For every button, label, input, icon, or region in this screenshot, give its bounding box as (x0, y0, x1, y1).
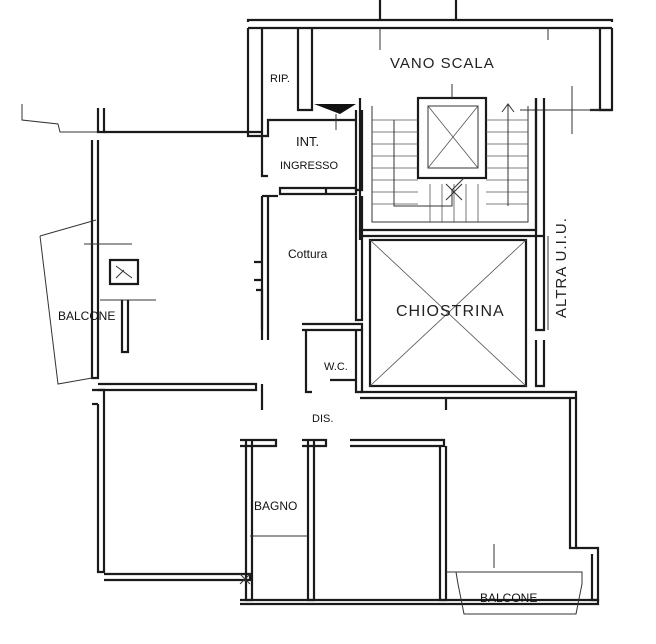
room-label-balcone-bottom: BALCONE (480, 591, 537, 605)
staircase (358, 98, 538, 232)
wc-walls (304, 330, 364, 394)
entrance-door-marker (314, 104, 356, 114)
room-label-wc: W.C. (324, 361, 348, 373)
room-label-bagno: BAGNO (254, 499, 297, 513)
room-label-chiostrina: CHIOSTRINA (396, 303, 505, 320)
entrance-walls (260, 104, 364, 196)
room-label-cottura: Cottura (288, 247, 328, 261)
room-label-int: INT. (296, 134, 319, 149)
room-label-ingresso: INGRESSO (280, 160, 339, 172)
room-label-rip: RIP. (270, 73, 290, 85)
room-label-dis: DIS. (312, 413, 333, 425)
stairwell-walls (246, 0, 614, 138)
lower-rooms-walls (92, 388, 600, 606)
room-label-balcone-left: BALCONE (58, 309, 115, 323)
room-label-vano-scala: VANO SCALA (390, 55, 495, 72)
neighbour-wall (534, 98, 549, 388)
lift-shaft (416, 84, 488, 180)
bottom-balcony (446, 571, 583, 615)
kitchen-walls (254, 194, 364, 340)
left-wing-walls (21, 104, 264, 410)
light-well (358, 230, 544, 388)
room-label-altra-uiu: ALTRA U.I.U. (553, 217, 570, 318)
